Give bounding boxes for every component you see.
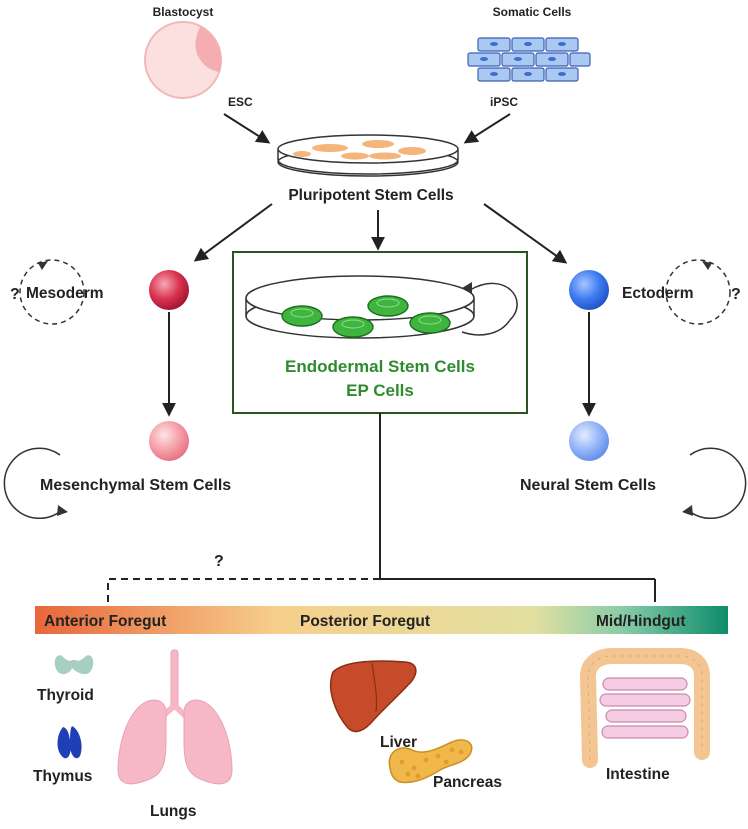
mesoderm-cell-icon <box>149 270 189 310</box>
arrow-ipsc <box>463 113 511 144</box>
mesoderm-label: Mesoderm <box>26 285 104 302</box>
pancreas-label: Pancreas <box>433 774 502 791</box>
thyroid-label: Thyroid <box>37 687 94 704</box>
arrow-esc <box>223 113 271 144</box>
ectoderm-self-renewal-icon <box>665 259 731 325</box>
intestine-icon <box>579 648 710 768</box>
ectoderm-question-mark: ? <box>731 286 741 303</box>
arrow-to-mesoderm <box>193 203 273 262</box>
neural-self-renewal-icon <box>682 447 747 520</box>
esc-label: ESC <box>228 95 253 109</box>
endoderm-tree <box>107 413 656 602</box>
thymus-icon <box>57 726 82 759</box>
thyroid-icon <box>54 655 94 675</box>
endodermal-stem-cells-label: Endodermal Stem Cells <box>285 357 475 376</box>
thymus-label: Thymus <box>33 768 92 785</box>
somatic-cells-label: Somatic Cells <box>493 5 572 19</box>
neural-cell-icon <box>569 421 609 461</box>
blastocyst-icon <box>144 21 222 99</box>
neural-label: Neural Stem Cells <box>520 477 656 494</box>
liver-icon <box>329 660 417 733</box>
mesenchymal-cell-icon <box>149 421 189 461</box>
mesoderm-self-renewal-icon <box>19 259 85 325</box>
somatic-cells-icon <box>467 37 591 82</box>
anterior-question-mark: ? <box>214 553 224 570</box>
gut-gradient-bar <box>35 606 728 634</box>
pluripotent-label: Pluripotent Stem Cells <box>288 187 453 204</box>
pancreas-icon <box>388 739 473 784</box>
blastocyst-label: Blastocyst <box>153 5 214 19</box>
ectoderm-label: Ectoderm <box>622 285 694 302</box>
ep-culture-dish-icon <box>245 275 518 339</box>
arrow-to-ectoderm <box>483 203 568 264</box>
lungs-label: Lungs <box>150 803 197 820</box>
ipsc-label: iPSC <box>490 95 518 109</box>
anterior-foregut-label: Anterior Foregut <box>44 613 166 630</box>
mesenchymal-label: Mesenchymal Stem Cells <box>40 477 231 494</box>
mesoderm-question-mark: ? <box>10 286 20 303</box>
petri-dish-icon <box>277 134 459 177</box>
mesenchymal-self-renewal-icon <box>3 447 68 520</box>
lungs-icon <box>117 649 233 785</box>
intestine-label: Intestine <box>606 766 670 783</box>
liver-label: Liver <box>380 734 417 751</box>
ectoderm-cell-icon <box>569 270 609 310</box>
posterior-foregut-label: Posterior Foregut <box>300 613 430 630</box>
midhindgut-label: Mid/Hindgut <box>596 613 686 630</box>
ep-cells-label: EP Cells <box>346 381 414 400</box>
